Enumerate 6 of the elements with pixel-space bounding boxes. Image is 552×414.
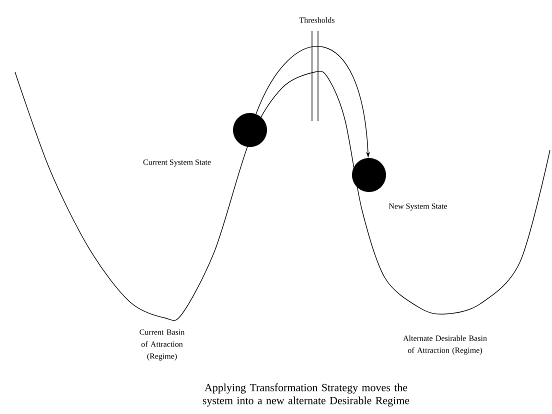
state-label: Current System State (143, 159, 211, 166)
text-label: Thresholds (299, 17, 334, 23)
caption: Applying Transformation Strategy moves the system into a new alternate Desirable Regime (202, 383, 410, 407)
text-label: Alternate Desirable Basin of Attraction (Regime) (403, 335, 487, 355)
state-label: New System State (388, 203, 448, 210)
text-label: Current Basin of Attraction (Regime) (140, 329, 185, 360)
